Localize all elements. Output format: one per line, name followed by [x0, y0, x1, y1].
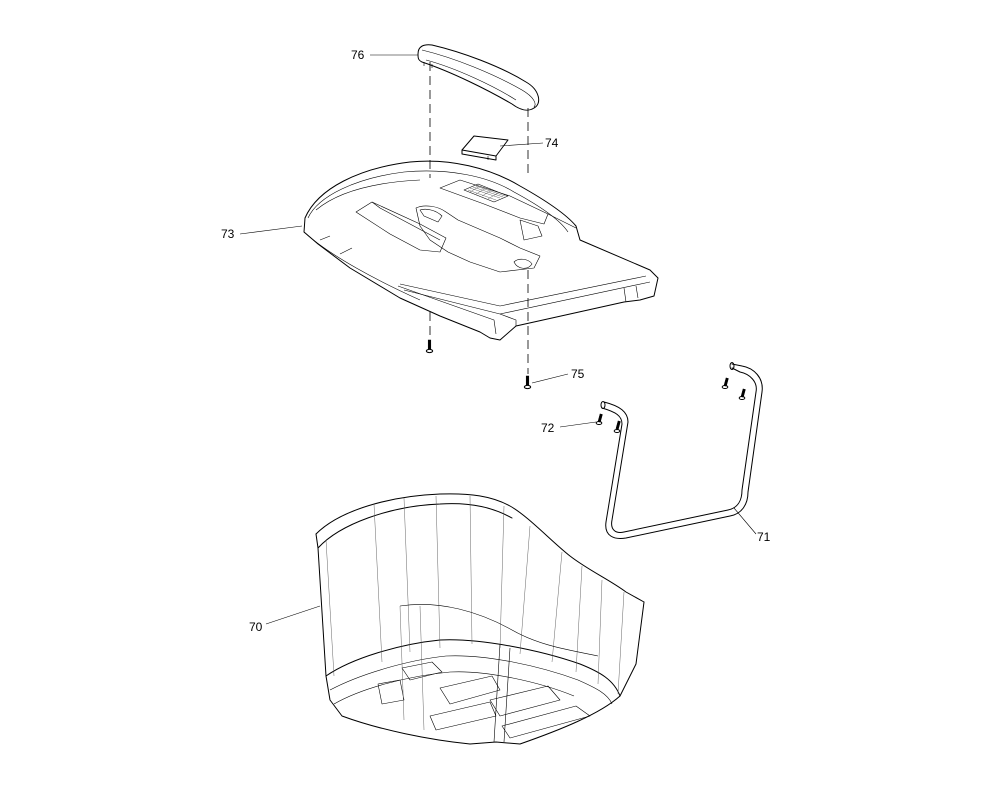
clip-part-74 — [461, 135, 509, 161]
callout-75: 75 — [571, 367, 585, 381]
screw-part-72 — [595, 377, 746, 433]
callout-73: 73 — [221, 227, 235, 241]
callout-72: 72 — [541, 421, 555, 435]
callout-70: 70 — [249, 620, 263, 634]
callout-74: 74 — [545, 136, 559, 150]
callout-76: 76 — [351, 48, 365, 62]
seat-cover-part-73 — [303, 160, 659, 341]
alignment-lines — [429, 62, 529, 374]
armrest-pad-part-76 — [417, 44, 540, 111]
screw-part-75 — [425, 339, 532, 390]
seat-frame-part-71 — [600, 362, 763, 539]
callout-71: 71 — [757, 530, 771, 544]
leader-lines — [239, 54, 757, 625]
seat-shell-part-70 — [315, 493, 645, 745]
